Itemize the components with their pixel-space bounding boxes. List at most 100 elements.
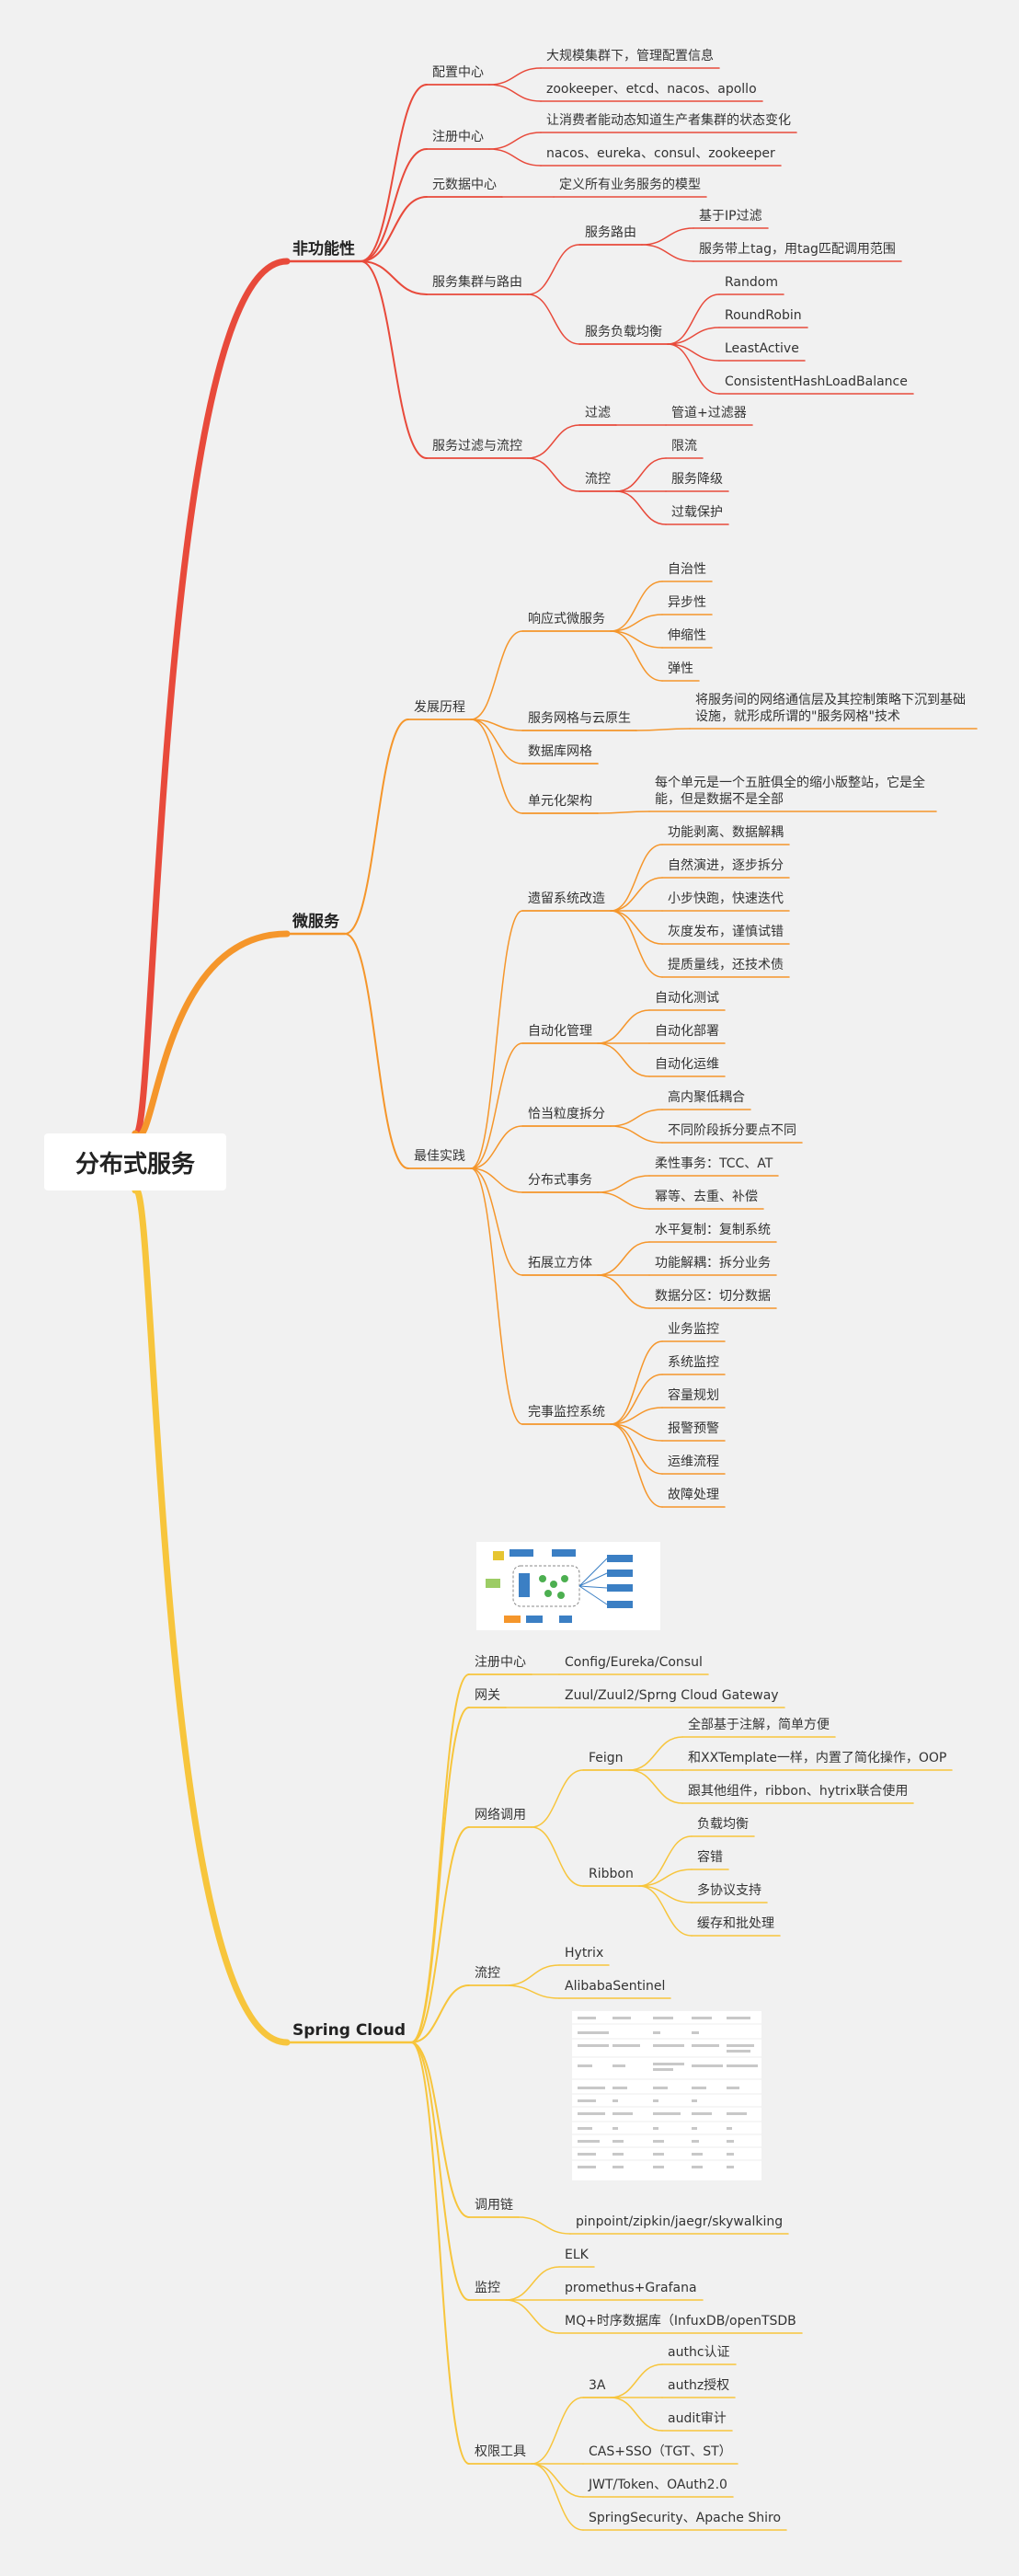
node-cell-arch[interactable]: 单元化架构 [528, 794, 592, 809]
leaf-authc[interactable]: authc认证 [668, 2345, 730, 2360]
leaf-sentinel[interactable]: AlibabaSentinel [565, 1979, 666, 1994]
leaf-sc-gateway[interactable]: Zuul/Zuul2/Sprng Cloud Gateway [565, 1688, 779, 1703]
leaf-pipe-filter[interactable]: 管道+过滤器 [671, 406, 747, 420]
node-metadata-center[interactable]: 元数据中心 [432, 178, 497, 192]
leaf-scalability[interactable]: 伸缩性 [668, 628, 706, 643]
leaf-trace-tools[interactable]: pinpoint/zipkin/jaegr/skywalking [576, 2214, 784, 2229]
node-monitoring-system[interactable]: 完事监控系统 [528, 1405, 605, 1420]
leaf-elk[interactable]: ELK [565, 2248, 589, 2262]
connector [410, 1826, 470, 2043]
node-sc-trace[interactable]: 调用链 [475, 2198, 513, 2213]
leaf-legacy-1[interactable]: 自然演进，逐步拆分 [668, 858, 784, 873]
node-legacy[interactable]: 遗留系统改造 [528, 891, 605, 906]
leaf-legacy-3[interactable]: 灰度发布，谨慎试错 [668, 925, 784, 939]
node-load-balance[interactable]: 服务负载均衡 [585, 325, 662, 339]
node-best-practice[interactable]: 最佳实践 [414, 1149, 465, 1164]
leaf-autonomy[interactable]: 自治性 [668, 562, 706, 577]
node-registry-center[interactable]: 注册中心 [432, 130, 484, 144]
node-filter-flow[interactable]: 服务过滤与流控 [432, 439, 522, 454]
node-dist-transaction[interactable]: 分布式事务 [528, 1173, 592, 1188]
node-config-center[interactable]: 配置中心 [432, 65, 484, 80]
leaf-registry-impl[interactable]: nacos、eureka、consul、zookeeper [546, 146, 775, 161]
leaf-prometheus[interactable]: promethus+Grafana [565, 2281, 697, 2295]
leaf-degrade[interactable]: 服务降级 [671, 472, 723, 487]
node-3a[interactable]: 3A [589, 2378, 606, 2393]
leaf-fault[interactable]: 故障处理 [668, 1488, 719, 1502]
leaf-cas-sso[interactable]: CAS+SSO（TGT、ST） [589, 2444, 732, 2459]
leaf-feign-0[interactable]: 全部基于注解，简单方便 [688, 1718, 830, 1732]
node-flow-control[interactable]: 流控 [585, 472, 611, 487]
leaf-feign-2[interactable]: 跟其他组件，ribbon、hytrix联合使用 [688, 1784, 909, 1799]
leaf-elasticity[interactable]: 弹性 [668, 661, 693, 676]
leaf-lb-random[interactable]: Random [725, 275, 778, 290]
leaf-legacy-0[interactable]: 功能剥离、数据解耦 [668, 825, 784, 840]
leaf-lb-leastactive[interactable]: LeastActive [725, 341, 799, 356]
connector [641, 227, 694, 246]
leaf-ribbon-0[interactable]: 负载均衡 [697, 1817, 749, 1832]
leaf-tag-routing[interactable]: 服务带上tag，用tag匹配调用范围 [699, 242, 896, 257]
node-db-mesh[interactable]: 数据库网格 [528, 744, 592, 759]
node-sc-monitor[interactable]: 监控 [475, 2281, 500, 2295]
leaf-ribbon-1[interactable]: 容错 [697, 1850, 723, 1865]
leaf-lb-consistenthash[interactable]: ConsistentHashLoadBalance [725, 374, 908, 389]
node-history[interactable]: 发展历程 [414, 700, 465, 715]
leaf-legacy-4[interactable]: 提质量线，还技术债 [668, 958, 784, 972]
leaf-async[interactable]: 异步性 [668, 595, 706, 610]
leaf-hystrix[interactable]: Hytrix [565, 1946, 604, 1961]
node-service-mesh[interactable]: 服务网格与云原生 [528, 711, 631, 726]
leaf-capacity[interactable]: 容量规划 [668, 1388, 719, 1403]
leaf-cohesion[interactable]: 高内聚低耦合 [668, 1090, 745, 1105]
leaf-overload[interactable]: 过载保护 [671, 505, 723, 520]
node-automation[interactable]: 自动化管理 [528, 1024, 592, 1039]
node-sc-flow[interactable]: 流控 [475, 1966, 500, 1981]
leaf-auto-deploy[interactable]: 自动化部署 [655, 1024, 719, 1039]
node-granularity[interactable]: 恰当粒度拆分 [528, 1107, 605, 1121]
leaf-ops-flow[interactable]: 运维流程 [668, 1455, 719, 1469]
leaf-cube-x[interactable]: 水平复制：复制系统 [655, 1223, 771, 1237]
leaf-alarm[interactable]: 报警预警 [668, 1421, 719, 1436]
leaf-sc-registry[interactable]: Config/Eureka/Consul [565, 1655, 703, 1670]
leaf-authz[interactable]: authz授权 [668, 2378, 730, 2393]
leaf-legacy-2[interactable]: 小步快跑，快速迭代 [668, 891, 784, 906]
leaf-security-shiro[interactable]: SpringSecurity、Apache Shiro [589, 2511, 782, 2525]
leaf-feign-1[interactable]: 和XXTemplate一样，内置了简化操作，OOP [688, 1751, 947, 1765]
node-sc-rpc[interactable]: 网络调用 [475, 1808, 526, 1823]
node-service-routing[interactable]: 服务路由 [585, 225, 636, 240]
leaf-lb-roundrobin[interactable]: RoundRobin [725, 308, 802, 323]
node-sc-gateway[interactable]: 网关 [475, 1688, 500, 1703]
root-node[interactable]: 分布式服务 [44, 1133, 226, 1190]
node-cluster-routing[interactable]: 服务集群与路由 [432, 275, 522, 290]
node-filter[interactable]: 过滤 [585, 406, 611, 420]
branch-microservice[interactable]: 微服务 [292, 913, 339, 931]
leaf-rate-limit[interactable]: 限流 [671, 439, 697, 454]
leaf-mq-tsdb[interactable]: MQ+时序数据库（InfuxDB/openTSDB [565, 2314, 796, 2329]
leaf-jwt-oauth[interactable]: JWT/Token、OAuth2.0 [589, 2478, 727, 2492]
leaf-biz-monitor[interactable]: 业务监控 [668, 1322, 719, 1337]
leaf-config-desc[interactable]: 大规模集群下，管理配置信息 [546, 49, 714, 63]
leaf-ribbon-3[interactable]: 缓存和批处理 [697, 1916, 774, 1931]
node-ribbon[interactable]: Ribbon [589, 1867, 634, 1881]
branch-spring-cloud[interactable]: Spring Cloud [292, 2021, 406, 2040]
leaf-audit[interactable]: audit审计 [668, 2411, 727, 2426]
leaf-stage-split[interactable]: 不同阶段拆分要点不同 [668, 1123, 796, 1138]
leaf-ribbon-2[interactable]: 多协议支持 [697, 1883, 761, 1898]
node-feign[interactable]: Feign [589, 1751, 624, 1765]
leaf-auto-test[interactable]: 自动化测试 [655, 991, 719, 1006]
leaf-idempotent[interactable]: 幂等、去重、补偿 [655, 1190, 758, 1204]
node-reactive[interactable]: 响应式微服务 [528, 612, 605, 627]
leaf-ip-filter[interactable]: 基于IP过滤 [699, 209, 762, 224]
leaf-mesh-desc[interactable]: 将服务间的网络通信层及其控制策略下沉到基础设施，就形成所谓的"服务网格"技术 [695, 693, 966, 724]
leaf-registry-desc[interactable]: 让消费者能动态知道生产者集群的状态变化 [546, 113, 791, 128]
leaf-config-impl[interactable]: zookeeper、etcd、nacos、apollo [546, 82, 757, 97]
node-sc-registry[interactable]: 注册中心 [475, 1655, 526, 1670]
node-scale-cube[interactable]: 拓展立方体 [528, 1256, 592, 1271]
leaf-sys-monitor[interactable]: 系统监控 [668, 1355, 719, 1370]
leaf-cube-y[interactable]: 功能解耦：拆分业务 [655, 1256, 771, 1271]
leaf-cell-desc[interactable]: 每个单元是一个五脏俱全的缩小版整站，它是全能，但是数据不是全部 [655, 776, 925, 807]
leaf-auto-ops[interactable]: 自动化运维 [655, 1057, 719, 1072]
branch-nonfunctional[interactable]: 非功能性 [292, 240, 355, 259]
leaf-cube-z[interactable]: 数据分区：切分数据 [655, 1289, 771, 1304]
leaf-metadata-desc[interactable]: 定义所有业务服务的模型 [559, 178, 701, 192]
leaf-tcc-at[interactable]: 柔性事务：TCC、AT [655, 1156, 773, 1171]
node-sc-auth[interactable]: 权限工具 [475, 2444, 526, 2459]
